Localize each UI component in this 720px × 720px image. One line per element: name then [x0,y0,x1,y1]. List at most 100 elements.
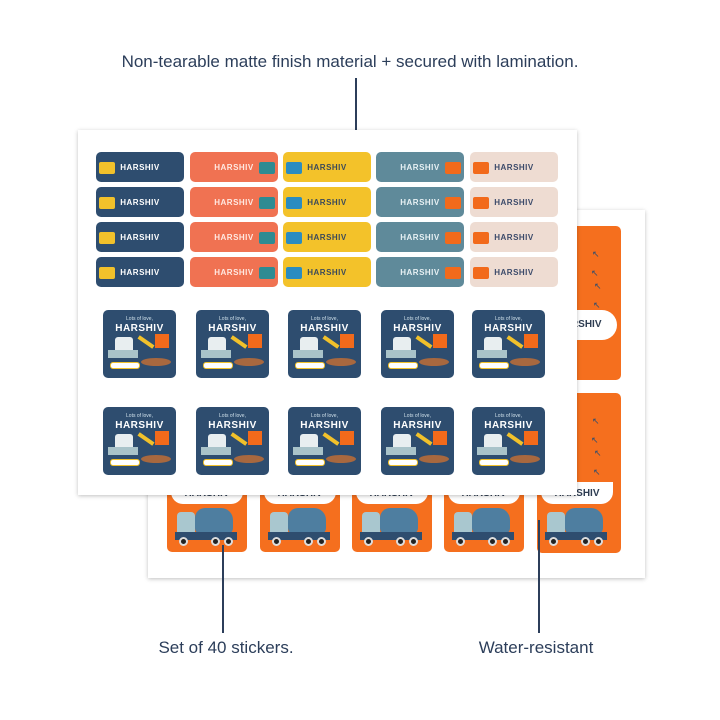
sticker-name: HARSHIV [494,162,534,172]
road-sign-icon [248,431,262,445]
name-label-sticker: HARSHIV [283,187,371,217]
excavator-sticker: Lots of love,HARSHIV [196,310,269,378]
excavator-arm-icon [137,432,155,446]
sticker-name: HARSHIV [484,323,533,334]
dirt-pile-icon [234,455,264,463]
sticker-name: HARSHIV [307,197,347,207]
excavator-track-icon [388,459,418,466]
excavator-body-icon [108,350,138,358]
excavator-track-icon [110,362,140,369]
name-label-sticker: HARSHIV [283,222,371,252]
truck-cab-icon [454,512,472,532]
excavator-arm-icon [415,335,433,349]
orange-excavator-icon [445,162,461,174]
sticker-name: HARSHIV [214,162,254,172]
name-label-sticker: HARSHIV [96,187,184,217]
cement-mixer-icon [259,267,275,279]
road-sign-icon [524,334,538,348]
wheel-icon [409,537,418,546]
sticker-name: HARSHIV [307,232,347,242]
wheel-icon [396,537,405,546]
road-sign-icon [340,334,354,348]
wheel-icon [549,537,558,546]
cement-mixer-icon [259,162,275,174]
sticker-name: HARSHIV [307,162,347,172]
excavator-arm-icon [506,335,524,349]
name-label-sticker: HARSHIV [190,152,278,182]
excavator-arm-icon [230,335,248,349]
wheel-icon [501,537,510,546]
wheel-icon [581,537,590,546]
dirt-pile-icon [419,455,449,463]
arrow-icon: ↖ [593,467,601,477]
excavator-sticker: Lots of love,HARSHIV [472,310,545,378]
excavator-sticker: Lots of love,HARSHIV [381,310,454,378]
sticker-name: HARSHIV [300,420,349,431]
name-label-sticker: HARSHIV [470,257,558,287]
road-sign-icon [433,334,447,348]
yellow-loader-icon [99,162,115,174]
excavator-body-icon [477,350,507,358]
sticker-greeting: Lots of love, [404,413,431,419]
sticker-name: HARSHIV [400,232,440,242]
excavator-arm-icon [415,432,433,446]
yellow-loader-icon [99,232,115,244]
name-label-sticker: HARSHIV [190,222,278,252]
sticker-name: HARSHIV [214,232,254,242]
arrow-icon: ↖ [593,300,601,310]
mixer-drum-icon [380,508,418,534]
sticker-name: HARSHIV [214,197,254,207]
name-label-sticker: HARSHIV [96,152,184,182]
sticker-greeting: Lots of love, [311,316,338,322]
excavator-body-icon [201,447,231,455]
pointer-line-top [355,78,357,160]
mixer-drum-icon [472,508,510,534]
pointer-line-left [222,545,224,633]
blue-excavator-icon [286,197,302,209]
yellow-loader-icon [99,267,115,279]
truck-chassis-icon [360,532,422,540]
excavator-track-icon [479,459,509,466]
name-label-sticker: HARSHIV [190,187,278,217]
dirt-pile-icon [141,455,171,463]
excavator-body-icon [477,447,507,455]
wheel-icon [317,537,326,546]
sticker-greeting: Lots of love, [126,413,153,419]
sticker-greeting: Lots of love, [495,413,522,419]
truck-chassis-icon [175,532,237,540]
blue-excavator-icon [286,232,302,244]
truck-chassis-icon [268,532,330,540]
dirt-pile-icon [326,455,356,463]
sticker-greeting: Lots of love, [219,316,246,322]
sticker-name: HARSHIV [115,420,164,431]
road-sign-icon [340,431,354,445]
excavator-body-icon [293,447,323,455]
name-label-sticker: HARSHIV [470,187,558,217]
excavator-body-icon [386,350,416,358]
road-sign-icon [155,334,169,348]
sticker-name: HARSHIV [556,319,602,330]
arrow-icon: ↖ [592,416,600,426]
wheel-icon [179,537,188,546]
excavator-body-icon [201,350,231,358]
excavator-sticker: Lots of love,HARSHIV [288,310,361,378]
dirt-pile-icon [234,358,264,366]
sticker-name: HARSHIV [120,197,160,207]
dirt-pile-icon [419,358,449,366]
truck-chassis-icon [452,532,514,540]
excavator-arm-icon [137,335,155,349]
sticker-name: HARSHIV [484,420,533,431]
excavator-track-icon [110,459,140,466]
name-label-sticker: HARSHIV [376,187,464,217]
road-sign-icon [473,197,489,209]
wheel-icon [211,537,220,546]
sticker-name: HARSHIV [494,267,534,277]
excavator-sticker: Lots of love,HARSHIV [103,407,176,475]
name-label-sticker: HARSHIV [190,257,278,287]
sticker-name: HARSHIV [120,232,160,242]
excavator-sticker: Lots of love,HARSHIV [288,407,361,475]
sticker-greeting: Lots of love, [495,316,522,322]
name-label-sticker: HARSHIV [376,152,464,182]
excavator-body-icon [108,447,138,455]
